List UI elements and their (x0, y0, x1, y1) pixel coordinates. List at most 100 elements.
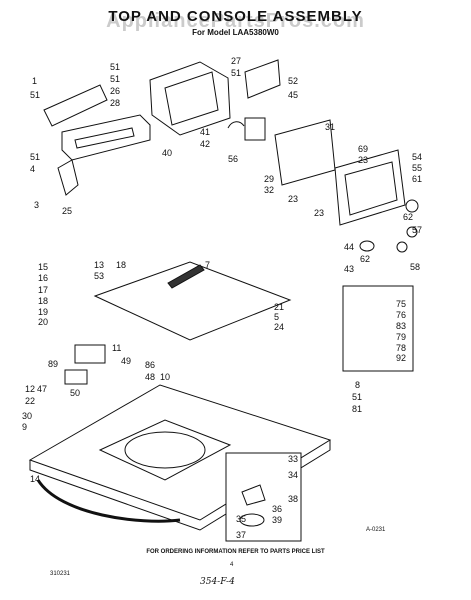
callout-20: 20 (38, 317, 48, 327)
callout-69: 69 (358, 144, 368, 154)
callout-23: 23 (314, 208, 324, 218)
callout-18: 18 (116, 260, 126, 270)
callout-14: 14 (30, 474, 40, 484)
callout-31: 31 (325, 122, 335, 132)
console-side-panel (244, 59, 281, 99)
callout-56: 56 (228, 154, 238, 164)
callout-16: 16 (38, 273, 48, 283)
callout-41: 41 (200, 127, 210, 137)
callout-86: 86 (145, 360, 155, 370)
callout-43: 43 (344, 264, 354, 274)
callout-89: 89 (48, 359, 58, 369)
callout-26: 26 (110, 86, 120, 96)
watermark: AppliancePartsPros.com (106, 10, 365, 32)
callout-42: 42 (200, 139, 210, 149)
callout-62: 62 (360, 254, 370, 264)
timer (244, 117, 266, 141)
model-subtitle: For Model LAA5380W0 (192, 28, 279, 37)
gasket (36, 479, 181, 523)
callout-57: 57 (412, 225, 422, 235)
callout-33: 33 (288, 454, 298, 464)
callout-40: 40 (162, 148, 172, 158)
callout-19: 19 (38, 307, 48, 317)
callout-45: 45 (288, 90, 298, 100)
callout-51: 51 (30, 152, 40, 162)
callout-34: 34 (288, 470, 298, 480)
callout-28: 28 (110, 98, 120, 108)
console-rear-panel (43, 84, 108, 127)
switch-bracket (74, 344, 106, 364)
callout-3: 3 (34, 200, 39, 210)
callout-32: 32 (264, 185, 274, 195)
callout-51: 51 (110, 74, 120, 84)
lid-frame (334, 149, 406, 226)
callout-11: 11 (112, 343, 121, 353)
callout-48: 48 (145, 372, 155, 382)
callout-36: 36 (272, 504, 282, 514)
page-title: TOP AND CONSOLE ASSEMBLY (108, 8, 363, 25)
callout-10: 10 (160, 372, 170, 382)
callout-49: 49 (121, 356, 131, 366)
callout-4: 4 (30, 164, 35, 174)
callout-51: 51 (110, 62, 120, 72)
callout-9: 9 (22, 422, 27, 432)
callout-47: 47 (37, 384, 47, 394)
callout-17: 17 (38, 285, 48, 295)
callout-30: 30 (22, 411, 32, 421)
console-front-panel (61, 114, 151, 161)
callout-27: 27 (231, 56, 241, 66)
callout-39: 39 (272, 515, 282, 525)
bushing-62 (359, 240, 375, 252)
callout-24: 24 (274, 322, 284, 332)
callout-52: 52 (288, 76, 298, 86)
end-cap (57, 159, 79, 196)
cap-58 (396, 241, 408, 253)
callout-21: 21 (274, 302, 284, 312)
bearing-61 (405, 199, 419, 213)
doc-code-right: A-0231 (366, 527, 386, 533)
callout-1: 1 (32, 76, 37, 86)
callout-23: 23 (358, 155, 368, 165)
callout-13: 13 (94, 260, 104, 270)
callout-55: 55 (412, 163, 422, 173)
component-box (342, 285, 414, 372)
callout-61: 61 (412, 174, 422, 184)
callout-75: 75 (396, 299, 406, 309)
callout-12: 12 (25, 384, 35, 394)
callout-22: 22 (25, 396, 35, 406)
callout-44: 44 (344, 242, 354, 252)
callout-92: 92 (396, 353, 406, 363)
callout-50: 50 (70, 388, 80, 398)
console-bracket (149, 61, 231, 136)
callout-38: 38 (288, 494, 298, 504)
switch-89 (64, 369, 88, 385)
page-number: 4 (230, 562, 234, 568)
callout-37: 37 (236, 530, 246, 540)
callout-81: 81 (352, 404, 362, 414)
callout-29: 29 (264, 174, 274, 184)
callout-53: 53 (94, 271, 104, 281)
washer-57 (406, 226, 418, 238)
callout-15: 15 (38, 262, 48, 272)
callout-25: 25 (62, 206, 72, 216)
callout-78: 78 (396, 343, 406, 353)
lid (93, 261, 292, 341)
handwritten-note: 354-F-4 (200, 577, 235, 587)
callout-51: 51 (352, 392, 362, 402)
callout-35: 35 (236, 514, 246, 524)
tub-opening (98, 419, 232, 481)
callout-76: 76 (396, 310, 406, 320)
ordering-note: FOR ORDERING INFORMATION REFER TO PARTS … (146, 549, 325, 555)
doc-code-left: 310231 (50, 571, 71, 577)
callout-83: 83 (396, 321, 406, 331)
callout-18: 18 (38, 296, 48, 306)
callout-62: 62 (403, 212, 413, 222)
callout-23: 23 (288, 194, 298, 204)
hinge-7 (167, 264, 205, 289)
callout-51: 51 (30, 90, 40, 100)
callout-58: 58 (410, 262, 420, 272)
callout-8: 8 (355, 380, 360, 390)
callout-5: 5 (274, 312, 279, 322)
